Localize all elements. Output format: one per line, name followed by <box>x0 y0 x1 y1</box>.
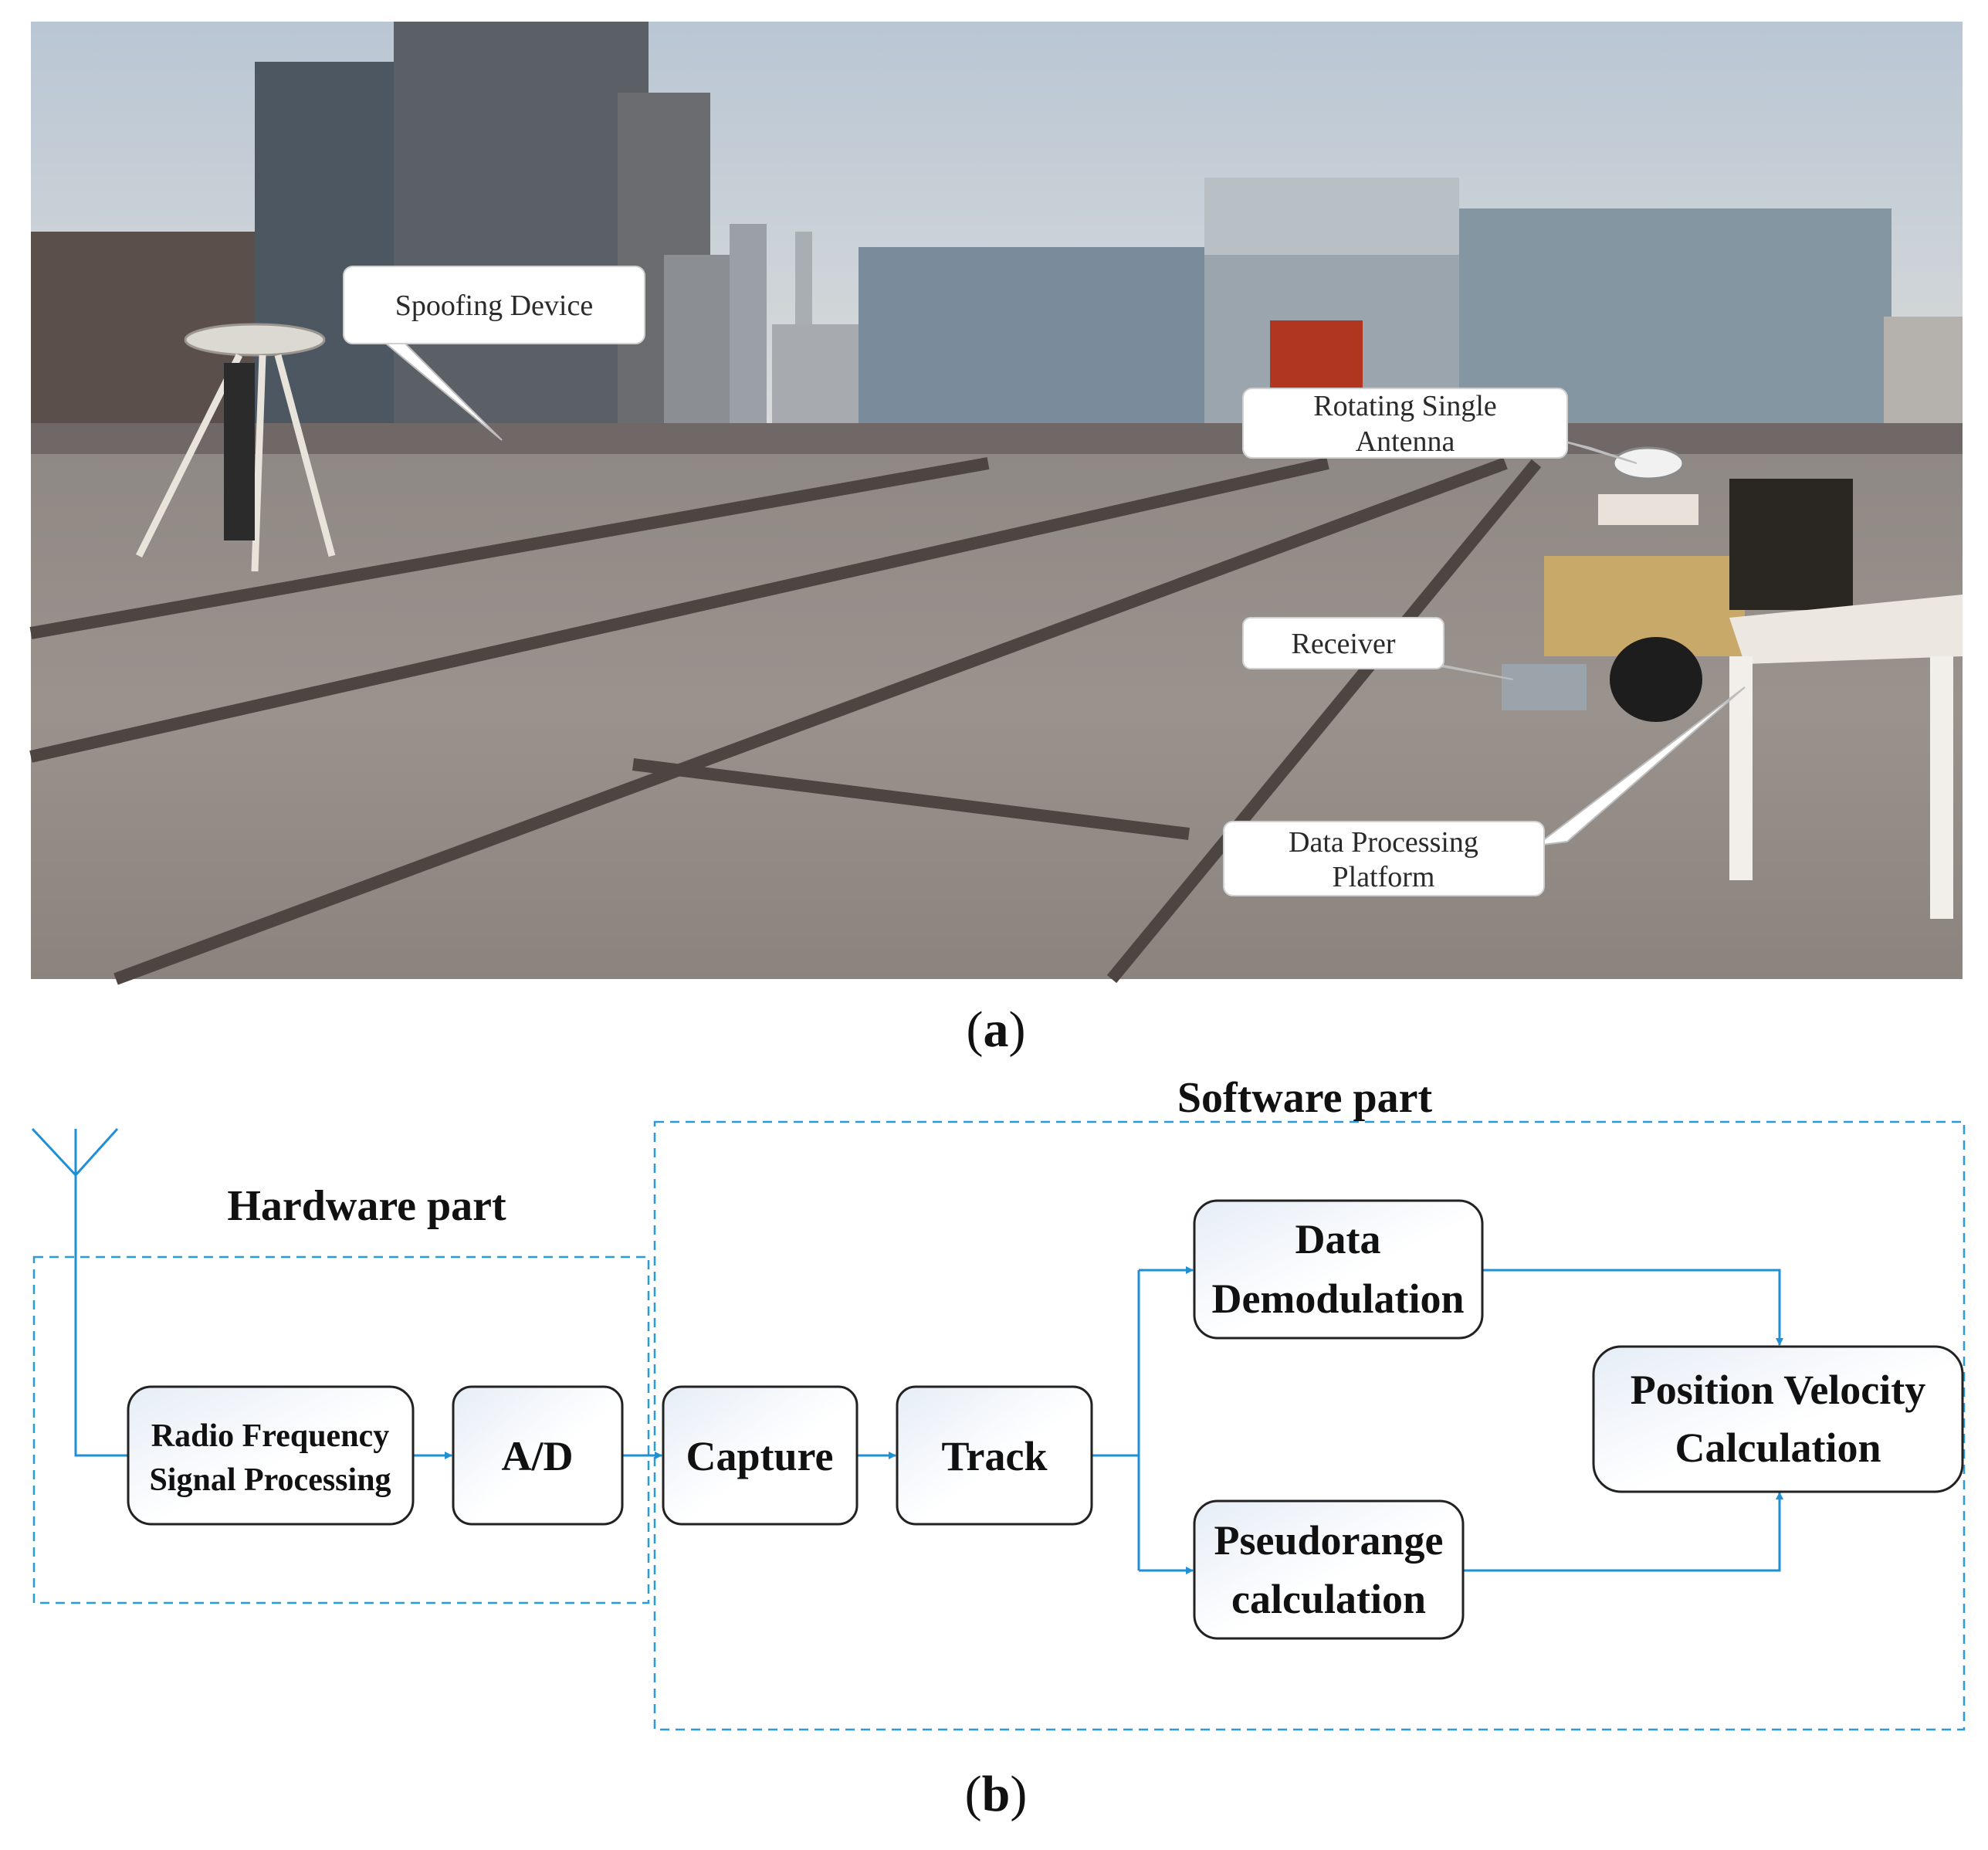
position-velocity-calculation-block: Position Velocity Calculation <box>1592 1345 1964 1493</box>
callout-receiver: Receiver <box>1242 617 1444 669</box>
track-block-label: Track <box>942 1433 1048 1479</box>
flow-connectors <box>74 1175 1783 1574</box>
rf-block-line2: Signal Processing <box>149 1462 391 1498</box>
callout-spoofing-device: Spoofing Device <box>343 266 645 344</box>
hardware-part-label: Hardware part <box>227 1182 506 1230</box>
callout-platform-line2: Platform <box>1333 861 1435 893</box>
callout-data-platform: Data Processing Platform <box>1223 821 1545 896</box>
demod-block-line2: Demodulation <box>1211 1276 1464 1322</box>
data-demodulation-block: Data Demodulation <box>1193 1199 1484 1340</box>
callout-antenna-line2: Antenna <box>1356 425 1455 458</box>
receiver-equipment <box>1502 446 1963 919</box>
roof-seams <box>29 457 1542 985</box>
antenna-icon <box>31 1127 119 1177</box>
pseudo-block-line1: Pseudorange <box>1214 1517 1444 1564</box>
callout-spoofing-label: Spoofing Device <box>395 290 593 322</box>
capture-block-label: Capture <box>686 1433 833 1479</box>
capture-block: Capture <box>662 1385 859 1526</box>
callout-receiver-label: Receiver <box>1291 628 1395 660</box>
block-diagram: Software part Hardware part Radio Freque… <box>31 1074 1966 1731</box>
pseudorange-calculation-block: Pseudorange calculation <box>1193 1499 1465 1640</box>
pseudo-block-line2: calculation <box>1231 1576 1426 1622</box>
track-block: Track <box>896 1385 1093 1526</box>
pos-block-line2: Calculation <box>1675 1425 1881 1471</box>
ad-block: A/D <box>452 1385 624 1526</box>
software-part-label: Software part <box>1177 1074 1433 1122</box>
caption-a: (a) <box>967 1001 1026 1058</box>
rf-signal-processing-block: Radio Frequency Signal Processing <box>127 1385 415 1526</box>
callout-rotating-antenna: Rotating Single Antenna <box>1242 388 1568 459</box>
ad-block-label: A/D <box>502 1433 574 1479</box>
callout-platform-line1: Data Processing <box>1289 826 1478 859</box>
callout-antenna-line1: Rotating Single <box>1313 390 1497 422</box>
pos-block-line1: Position Velocity <box>1631 1367 1926 1413</box>
hardware-part-frame <box>32 1255 650 1604</box>
rf-block-line1: Radio Frequency <box>151 1418 389 1454</box>
rooftop-photo: Spoofing Device Rotating Single Antenna … <box>29 22 1963 985</box>
background-buildings <box>31 22 1963 440</box>
software-part-frame <box>653 1120 1966 1731</box>
spoofing-device-tripod <box>135 323 336 572</box>
caption-b: (b) <box>965 1766 1028 1822</box>
demod-block-line1: Data <box>1295 1216 1381 1262</box>
